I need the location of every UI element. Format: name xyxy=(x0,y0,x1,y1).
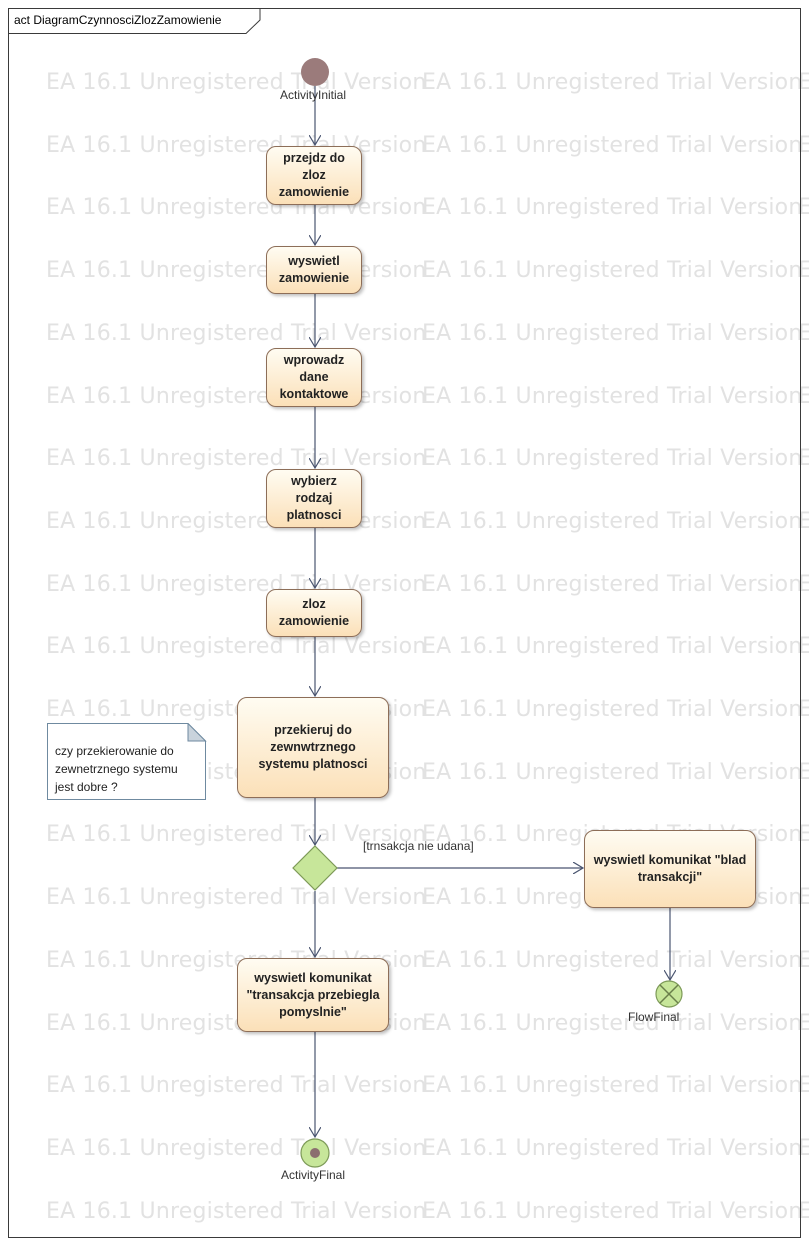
action-label: wyswietl komunikat "blad transakcji" xyxy=(593,853,747,884)
action-zloz-zamowienie[interactable]: zloz zamowienie xyxy=(266,589,362,637)
action-label: wprowadz dane kontaktowe xyxy=(279,353,349,401)
action-wyswietl-komunikat-blad[interactable]: wyswietl komunikat "blad transakcji" xyxy=(584,830,756,908)
title-tab-shape xyxy=(8,8,261,34)
diagram-frame xyxy=(8,8,801,1238)
activity-initial-node[interactable] xyxy=(301,58,329,86)
action-label: przekieruj do zewnwtrznego systemu platn… xyxy=(258,723,368,771)
comment-note[interactable]: czy przekierowanie do zewnetrznego syste… xyxy=(47,723,207,800)
note-text: czy przekierowanie do zewnetrznego syste… xyxy=(55,744,178,794)
action-przekieruj-do-systemu-platnosci[interactable]: przekieruj do zewnwtrznego systemu platn… xyxy=(237,697,389,798)
action-label: wybierz rodzaj platnosci xyxy=(286,474,342,522)
diagram-title: act DiagramCzynnosciZlozZamowienie xyxy=(14,13,222,27)
activity-initial-label: ActivityInitial xyxy=(280,88,347,102)
action-wprowadz-dane-kontaktowe[interactable]: wprowadz dane kontaktowe xyxy=(266,348,362,407)
decision-node[interactable] xyxy=(292,845,338,891)
flow-final-label: FlowFinal xyxy=(628,1010,680,1024)
action-label: przejdz do zloz zamowienie xyxy=(278,151,350,199)
action-wyswietl-zamowienie[interactable]: wyswietl zamowienie xyxy=(266,246,362,294)
action-label: zloz zamowienie xyxy=(278,597,350,628)
activity-final-label: ActivityFinal xyxy=(281,1168,346,1182)
action-label: wyswietl zamowienie xyxy=(278,254,350,285)
flow-final-node[interactable] xyxy=(655,980,683,1008)
note-shape xyxy=(47,723,207,800)
action-label: wyswietl komunikat "transakcja przebiegl… xyxy=(246,970,380,1019)
action-przejdz-do-zloz-zamowienie[interactable]: przejdz do zloz zamowienie xyxy=(266,146,362,205)
guard-label: [trnsakcja nie udana] xyxy=(363,839,474,853)
activity-final-node[interactable] xyxy=(300,1138,330,1168)
action-wyswietl-komunikat-sukces[interactable]: wyswietl komunikat "transakcja przebiegl… xyxy=(237,958,389,1032)
action-wybierz-rodzaj-platnosci[interactable]: wybierz rodzaj platnosci xyxy=(266,469,362,528)
